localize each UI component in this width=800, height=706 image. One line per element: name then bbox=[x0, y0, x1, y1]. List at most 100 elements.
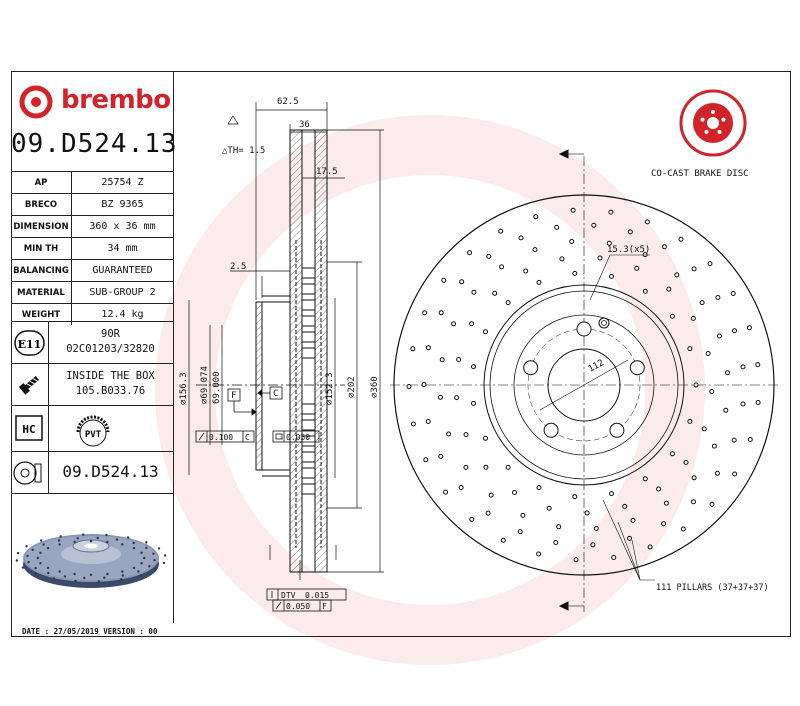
dia-156-3: ⌀156.3 bbox=[179, 372, 189, 405]
drill-hole bbox=[422, 310, 428, 316]
drill-hole bbox=[441, 277, 447, 283]
spec-key: WEIGHT bbox=[11, 303, 72, 325]
drill-hole bbox=[723, 407, 729, 413]
drill-hole bbox=[536, 551, 542, 557]
drill-hole bbox=[458, 485, 464, 490]
drill-hole bbox=[591, 222, 597, 228]
photo-drill-hole bbox=[59, 535, 62, 538]
drill-hole bbox=[485, 510, 491, 516]
photo-drill-hole bbox=[115, 538, 119, 541]
drill-holes bbox=[406, 207, 761, 563]
tol-0-100: 0.100 bbox=[209, 433, 233, 442]
photo-drill-hole bbox=[57, 539, 61, 542]
photo-drill-hole bbox=[16, 551, 20, 555]
photo-drill-hole bbox=[96, 536, 99, 540]
drill-hole bbox=[709, 501, 715, 507]
photo-drill-hole bbox=[106, 572, 109, 576]
drill-hole bbox=[512, 490, 517, 495]
spec-key: MATERIAL bbox=[11, 281, 72, 304]
photo-drill-hole bbox=[139, 574, 142, 577]
drill-hole bbox=[709, 389, 715, 394]
drill-hole bbox=[687, 346, 693, 352]
photo-drill-hole bbox=[74, 579, 77, 583]
drill-hole bbox=[642, 476, 648, 482]
drill-hole bbox=[731, 437, 737, 443]
drill-hole bbox=[425, 419, 431, 424]
photo-drill-hole bbox=[153, 558, 156, 562]
spec-value: 360 x 36 mm bbox=[71, 215, 173, 238]
drill-hole bbox=[680, 526, 686, 532]
drill-hole bbox=[747, 437, 753, 442]
photo-drill-hole bbox=[89, 573, 93, 576]
inside-box-label: INSIDE THE BOX bbox=[66, 370, 155, 382]
drill-hole bbox=[517, 529, 523, 535]
drill-hole bbox=[570, 207, 576, 213]
drill-hole bbox=[421, 382, 427, 388]
drill-hole bbox=[669, 451, 675, 457]
spec-value: 34 mm bbox=[71, 237, 173, 260]
approval-row: E11 90R 02C01203/32820 bbox=[11, 321, 173, 363]
dimension-lines bbox=[188, 102, 384, 580]
tolerance-frames: 0.100 C 0.050 DTV 0.015 0.050 F bbox=[195, 430, 347, 612]
drill-hole bbox=[691, 266, 697, 272]
drill-hole bbox=[627, 229, 633, 235]
badges-row: HC PVT bbox=[11, 405, 173, 451]
drill-hole bbox=[634, 265, 640, 271]
dim-th: △TH= 1.5 bbox=[222, 146, 265, 156]
drill-hole bbox=[622, 503, 628, 509]
spec-value: 25754 Z bbox=[71, 171, 173, 194]
drill-hole bbox=[609, 491, 614, 497]
drill-hole bbox=[755, 362, 761, 368]
svg-text:PVT: PVT bbox=[85, 430, 102, 440]
bolt-holes bbox=[523, 321, 645, 438]
photo-drill-hole bbox=[120, 578, 123, 581]
drill-hole bbox=[456, 357, 462, 362]
photo-drill-hole bbox=[73, 540, 76, 544]
drill-hole bbox=[520, 512, 526, 518]
drill-hole bbox=[701, 426, 707, 432]
photo-drill-hole bbox=[140, 562, 143, 565]
tol-0-050: 0.050 bbox=[286, 433, 310, 442]
drill-hole bbox=[553, 540, 559, 545]
drill-hole bbox=[443, 489, 449, 495]
photo-drill-hole bbox=[58, 570, 61, 573]
photo-drill-hole bbox=[15, 559, 19, 562]
cocast-bolt-hole bbox=[700, 117, 705, 122]
drill-hole bbox=[725, 370, 730, 376]
cocast-bolt-hole bbox=[721, 117, 726, 122]
friction-inner-edge bbox=[483, 284, 685, 486]
cocast-bolt-hole bbox=[717, 129, 722, 134]
spec-value: 12.4 kg bbox=[71, 303, 173, 325]
drill-hole bbox=[674, 272, 680, 278]
drawing-sheet bbox=[11, 71, 791, 637]
drill-hole bbox=[687, 418, 693, 424]
brembo-mark-icon bbox=[19, 85, 53, 119]
drill-hole bbox=[446, 431, 452, 437]
photo-drill-hole bbox=[39, 562, 42, 565]
drill-hole bbox=[690, 315, 696, 321]
approval-certificate: 02C01203/32820 bbox=[66, 343, 155, 355]
pvt-badge: PVT bbox=[76, 415, 110, 447]
drill-hole bbox=[492, 290, 498, 296]
drill-hole bbox=[488, 492, 494, 498]
spec-key: DIMENSION bbox=[11, 215, 72, 238]
date-version: DATE : 27/05/2019 VERSION : 00 bbox=[22, 627, 158, 636]
drill-hole bbox=[423, 457, 429, 463]
photo-drill-hole bbox=[27, 561, 30, 564]
drill-hole bbox=[523, 268, 529, 274]
drill-hole bbox=[573, 557, 579, 563]
drill-hole bbox=[546, 505, 552, 511]
photo-drill-hole bbox=[34, 566, 37, 570]
drill-hole bbox=[500, 537, 506, 543]
drill-hole bbox=[630, 517, 636, 523]
drill-hole bbox=[666, 286, 672, 292]
drill-hole bbox=[483, 329, 488, 335]
drill-hole bbox=[730, 291, 736, 296]
e11-approval-badge: E11 bbox=[14, 330, 45, 356]
drill-hole bbox=[661, 244, 667, 250]
photo-drill-hole bbox=[26, 554, 29, 558]
